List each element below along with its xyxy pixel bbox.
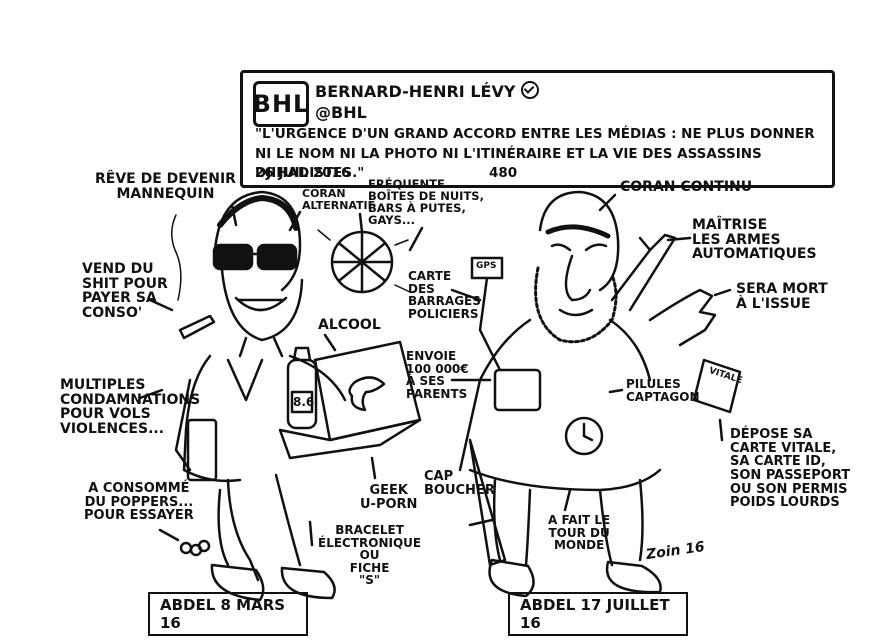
tweet-author-name: BERNARD-HENRI LÉVY xyxy=(315,81,540,101)
tweet-box: BHL BERNARD-HENRI LÉVY @BHL "L'URGENCE D… xyxy=(240,70,835,188)
label-barrages: CARTE DES BARRAGES POLICIERS xyxy=(408,269,481,321)
label-coran-continu: CORAN CONTINU xyxy=(620,179,753,195)
label-frequente: FRÉQUENTE BOÎTES DE NUITS, BARS À PUTES,… xyxy=(368,177,484,228)
label-weapons: MAÎTRISE LES ARMES AUTOMATIQUES xyxy=(692,217,817,263)
label-pills: PILULES CAPTAGON xyxy=(626,377,700,404)
label-money: ENVOIE 100 000€ À SES PARENTS xyxy=(406,349,469,401)
label-bracelet: BRACELET ÉLECTRONIQUE OU FICHE "S" xyxy=(318,523,422,588)
label-dream-model: RÊVE DE DEVENIR MANNEQUIN xyxy=(95,171,236,202)
caption-left: ABDEL 8 MARS 16 xyxy=(148,592,308,636)
tweet-handle: @BHL xyxy=(315,103,367,122)
tweet-text: "L'URGENCE D'UN GRAND ACCORD ENTRE LES M… xyxy=(255,126,815,182)
label-deals: VEND DU SHIT POUR PAYER SA CONSO' xyxy=(82,261,168,322)
label-poppers: A CONSOMMÉ DU POPPERS... POUR ESSAYER xyxy=(84,481,194,524)
label-geek: GEEK U-PORN xyxy=(360,483,418,512)
label-world: A FAIT LE TOUR DU MONDE xyxy=(548,513,611,553)
label-convictions: MULTIPLES CONDAMNATIONS POUR VOLS VIOLEN… xyxy=(60,377,201,438)
label-depose: DÉPOSE SA CARTE VITALE, SA CARTE ID, SON… xyxy=(730,427,851,511)
caption-right: ABDEL 17 JUILLET 16 xyxy=(508,592,688,636)
label-alcool: ALCOOL xyxy=(318,317,381,333)
label-cap-boucher: CAP BOUCHER xyxy=(424,469,495,498)
label-dead: SERA MORT À L'ISSUE xyxy=(736,281,828,312)
label-coran-alternatif: CORAN ALTERNATIF xyxy=(302,187,376,212)
gps-sign: GPS xyxy=(476,261,497,271)
bhl-logo: BHL xyxy=(253,81,309,127)
bottle-label: 8.6 xyxy=(293,395,315,409)
tweet-count: 480 xyxy=(489,165,518,181)
tweet-date: 26 JUIL 2016 xyxy=(255,165,351,181)
verified-icon xyxy=(521,81,540,99)
